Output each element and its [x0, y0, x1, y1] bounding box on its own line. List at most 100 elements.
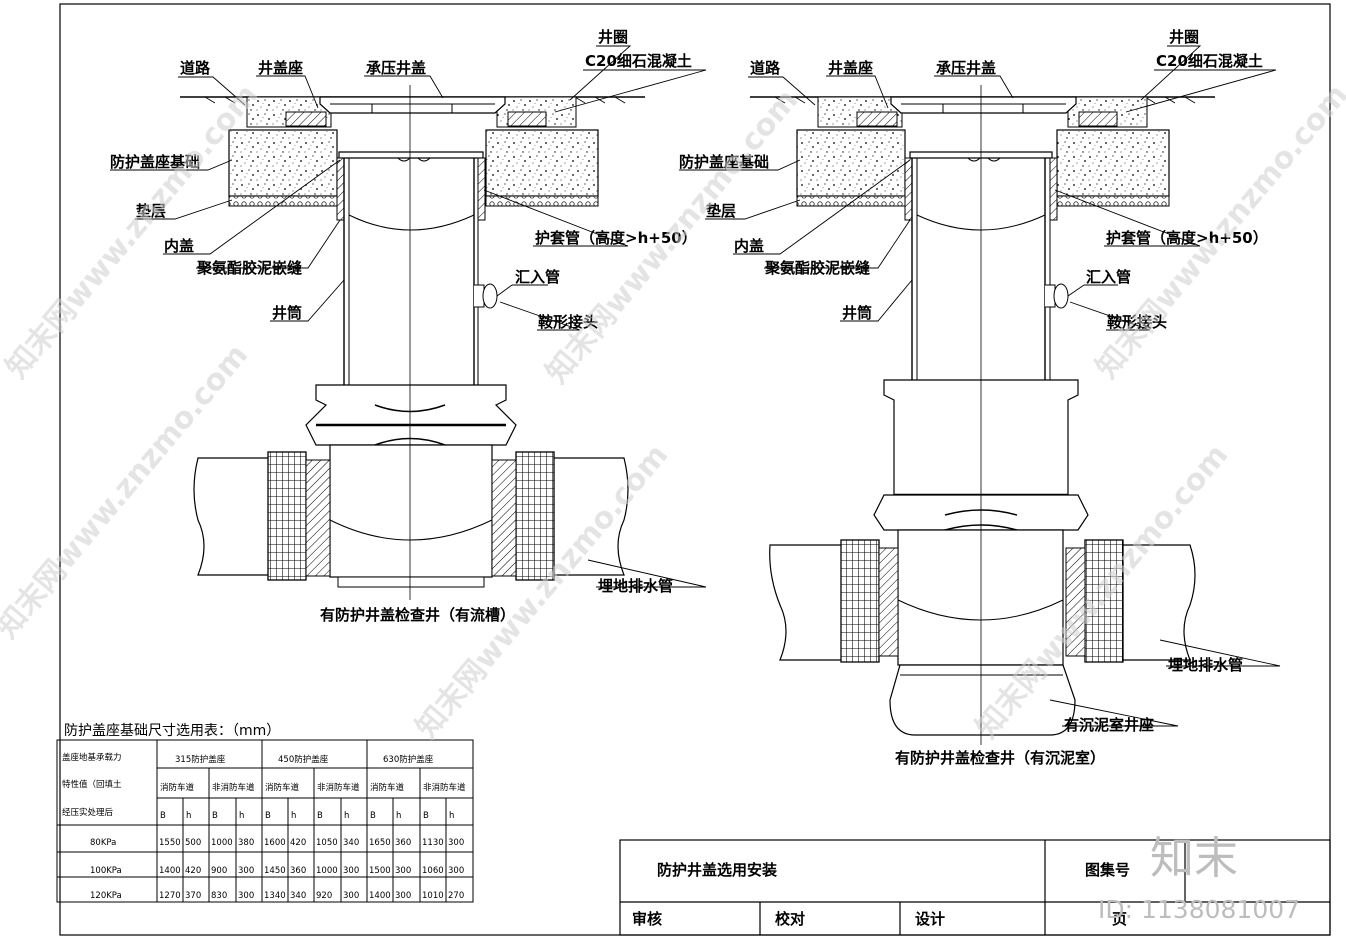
table-col-head: B [265, 811, 271, 821]
label-lid-seat: 井盖座 [258, 59, 303, 77]
table-cell: 340 [343, 838, 359, 848]
label-cushion: 垫层 [136, 202, 166, 220]
label-sump-base: 有沉泥室井座 [1064, 716, 1154, 734]
table-subgroup: 非消防车道 [423, 782, 466, 793]
left-diagram-title: 有防护井盖检查井（有流槽） [320, 606, 515, 624]
label-cushion: 垫层 [706, 202, 736, 220]
table-group-315: 315防护盖座 [175, 754, 226, 765]
table-cell: 380 [238, 838, 254, 848]
table-cell: 360 [290, 866, 306, 876]
right-manhole-diagram: 道路 井盖座 承压井盖 井圈 C20细石混凝土 防护盖座基础 垫层 内盖 聚氨酯… [679, 28, 1281, 767]
table-col-head: B [370, 811, 376, 821]
label-sleeve: 护套管（高度>h+50） [1106, 229, 1268, 247]
design-label: 设计 [915, 910, 945, 928]
table-cell: 1450 [264, 866, 286, 876]
label-sleeve: 护套管（高度>h+50） [535, 229, 697, 247]
table-col-head: h [396, 811, 401, 821]
table-cell: 300 [343, 866, 359, 876]
atlas-number-label: 图集号 [1085, 861, 1130, 879]
label-protective-base: 防护盖座基础 [679, 153, 769, 171]
table-side-header-1: 盖座地基承载力 [62, 752, 122, 763]
label-inner-lid: 内盖 [734, 237, 764, 255]
table-subgroup: 非消防车道 [212, 782, 255, 793]
label-concrete: C20细石混凝土 [585, 52, 692, 70]
check-label: 校对 [775, 910, 805, 928]
table-cell: 300 [395, 866, 411, 876]
label-bearing-lid: 承压井盖 [366, 59, 426, 77]
label-road: 道路 [750, 59, 781, 77]
table-side-header-2: 特性值（回填土 [62, 779, 122, 790]
table-cell: 1340 [264, 891, 286, 901]
table-row-label: 100KPa [90, 866, 122, 876]
table-cell: 1270 [159, 891, 181, 901]
page-label: 页 [1112, 910, 1127, 928]
table-subgroup: 消防车道 [265, 782, 300, 793]
label-well-ring: 井圈 [598, 28, 628, 46]
table-cell: 300 [343, 891, 359, 901]
table-col-head: h [344, 811, 349, 821]
table-col-head: h [291, 811, 296, 821]
table-cell: 300 [238, 891, 254, 901]
table-col-head: B [317, 811, 323, 821]
label-saddle: 鞍形接头 [538, 313, 598, 331]
table-cell: 420 [290, 838, 306, 848]
table-cell: 1400 [369, 891, 391, 901]
review-label: 审核 [632, 910, 662, 928]
watermark-text: 知末网www.znzmo.com [0, 78, 265, 385]
table-subgroup: 消防车道 [370, 782, 405, 793]
table-group-450: 450防护盖座 [278, 754, 329, 765]
table-cell: 300 [238, 866, 254, 876]
size-selection-table: 防护盖座基础尺寸选用表：（mm） 盖座地基承载力 特性值（回填土 经压实处理后 … [56, 722, 474, 903]
table-cell: 1010 [422, 891, 444, 901]
table-subgroup: 非消防车道 [317, 782, 360, 793]
table-cell: 500 [185, 838, 201, 848]
table-cell: 420 [185, 866, 201, 876]
table-col-head: h [186, 811, 191, 821]
table-cell: 830 [211, 891, 227, 901]
label-shaft: 井筒 [272, 304, 302, 322]
table-cell: 1650 [369, 838, 391, 848]
table-cell: 340 [290, 891, 306, 901]
table-row-label: 120KPa [90, 891, 122, 901]
table-cell: 1550 [159, 838, 181, 848]
table-cell: 1400 [159, 866, 181, 876]
left-manhole-diagram: 道路 井盖座 承压井盖 井圈 C20细石混凝土 防护盖座基础 垫层 内盖 聚氨酯… [110, 28, 707, 624]
table-cell: 360 [395, 838, 411, 848]
table-subgroup: 消防车道 [160, 782, 195, 793]
table-cell: 1060 [422, 866, 444, 876]
table-cell: 1000 [211, 838, 233, 848]
label-road: 道路 [180, 59, 211, 77]
table-cell: 300 [395, 891, 411, 901]
title-block: 防护井盖选用安装 图集号 审核 校对 设计 页 [619, 839, 1331, 936]
table-row-label: 80KPa [90, 838, 116, 848]
table-col-head: h [239, 811, 244, 821]
label-inlet: 汇入管 [515, 268, 560, 286]
label-inlet: 汇入管 [1086, 268, 1131, 286]
table-cell: 1500 [369, 866, 391, 876]
table-cell: 270 [448, 891, 464, 901]
drawing-name: 防护井盖选用安装 [657, 861, 778, 879]
label-drain-pipe: 埋地排水管 [598, 577, 673, 595]
table-side-header-3: 经压实处理后 [62, 807, 114, 818]
label-saddle: 鞍形接头 [1107, 313, 1167, 331]
table-col-head: B [160, 811, 166, 821]
table-cell: 1600 [264, 838, 286, 848]
table-title: 防护盖座基础尺寸选用表：（mm） [64, 722, 280, 739]
label-drain-pipe: 埋地排水管 [1168, 656, 1243, 674]
brand-id: ID: 1138081007 [1098, 895, 1300, 924]
table-col-head: B [212, 811, 218, 821]
brand-logo-text: 知末 [1150, 833, 1238, 884]
table-cell: 900 [211, 866, 227, 876]
table-cell: 1050 [316, 838, 338, 848]
right-diagram-title: 有防护井盖检查井（有沉泥室） [895, 749, 1105, 767]
label-protective-base: 防护盖座基础 [110, 153, 200, 171]
table-cell: 920 [316, 891, 332, 901]
label-sealant: 聚氨酯胶泥嵌缝 [764, 259, 870, 277]
label-inner-lid: 内盖 [164, 237, 194, 255]
table-cell: 1000 [316, 866, 338, 876]
label-well-ring: 井圈 [1169, 28, 1199, 46]
label-concrete: C20细石混凝土 [1156, 52, 1263, 70]
table-cell: 300 [448, 838, 464, 848]
table-cell: 300 [448, 866, 464, 876]
